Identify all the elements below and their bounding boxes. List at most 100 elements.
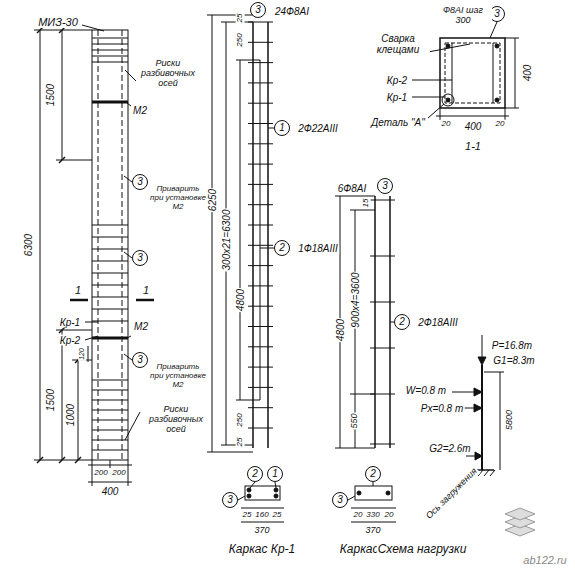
drawing-label: 330 <box>365 511 380 520</box>
callout-text: 3 <box>378 179 392 193</box>
drawing-label: 25 <box>272 511 283 520</box>
drawing-label: 900х4=3600 <box>350 271 361 328</box>
stirrups <box>92 22 395 450</box>
drawing-label: 20 <box>353 511 364 520</box>
stirrup <box>92 309 128 310</box>
drawing-label: Кр-2 <box>59 335 81 346</box>
leader-line <box>275 482 276 488</box>
extension-lines <box>335 196 375 448</box>
section-mark <box>70 299 88 302</box>
drawing-label: Риски разбивочных осей <box>136 59 200 89</box>
stirrup <box>92 390 128 391</box>
drawing-label: 400 <box>101 486 120 497</box>
watermark-icon <box>505 508 535 536</box>
drawing-label: М2 <box>133 321 149 332</box>
rebar-bar <box>252 22 254 448</box>
stirrup <box>248 143 273 144</box>
dimension-line <box>351 522 396 523</box>
drawing-label: G1=8.3т <box>492 355 535 366</box>
drawing-label: М2 <box>132 105 148 116</box>
dimension-line <box>212 15 213 452</box>
callout-text: 2 <box>275 241 289 255</box>
section-outline <box>440 38 505 108</box>
drawing-label: 6250 <box>207 188 218 212</box>
stirrup <box>92 261 128 262</box>
drawing-label: 300х21=6300 <box>221 209 232 272</box>
stirrup <box>92 400 128 401</box>
drawing-label: 20 <box>441 120 452 129</box>
dimension-line <box>436 116 509 117</box>
drawing-label: 1-1 <box>464 140 482 152</box>
stirrup <box>248 326 273 327</box>
column-axis <box>481 365 483 470</box>
rebar-bar <box>260 60 261 400</box>
drawing-label: 24Ф8АI <box>274 6 310 17</box>
rebar-line <box>98 30 99 460</box>
stirrup <box>92 420 128 421</box>
drawing-label: Приварить при установке М2 <box>149 185 207 211</box>
stirrup <box>248 306 273 307</box>
stirrup <box>92 38 128 39</box>
dimension-line <box>351 508 396 509</box>
drawing-label: Каркас Кр-1 <box>228 543 297 556</box>
leader-line <box>412 80 452 81</box>
dimension-line <box>88 482 132 483</box>
leader-line <box>428 44 470 52</box>
stirrup <box>92 410 128 411</box>
rebar-bar <box>267 22 269 448</box>
stirrup <box>370 256 395 257</box>
drawing-label: 1Ф18АIII <box>297 243 339 254</box>
rebar-line <box>122 30 123 460</box>
dimension-line <box>62 330 63 460</box>
stirrup <box>248 367 273 368</box>
drawing-label: 250 <box>236 412 245 427</box>
drawing-label: Схема нагрузки <box>377 543 468 556</box>
drawing-label: Кр-2 <box>386 75 408 86</box>
load-arrow <box>464 408 474 409</box>
stirrup <box>370 348 395 349</box>
drawing-label: 25 <box>236 437 245 448</box>
stirrup <box>248 62 273 63</box>
drawing-label: 370 <box>364 526 381 536</box>
dimension-ticks <box>37 27 81 463</box>
callout-text: 3 <box>133 353 147 367</box>
drawing-label: 1000 <box>65 403 76 427</box>
callout-text: 3 <box>490 7 504 21</box>
stirrup <box>92 62 128 63</box>
stirrup <box>248 22 273 23</box>
leader-line <box>124 354 132 360</box>
leader-line <box>260 248 274 249</box>
stirrup <box>92 50 128 51</box>
drawing-label: 1 <box>142 284 150 296</box>
drawing-label: 1500 <box>45 388 56 412</box>
embedded-plate <box>92 337 128 340</box>
leader-line <box>348 496 355 500</box>
callout-number: 2 <box>274 240 290 256</box>
callout-number: 2 <box>247 466 263 482</box>
extension-lines <box>207 15 260 452</box>
stirrup <box>92 56 128 57</box>
drawing-label: Риски разбивочных осей <box>144 405 208 435</box>
cage-line <box>452 43 453 103</box>
drawing-label: Деталь "А" <box>370 117 426 128</box>
callout-text: 3 <box>251 3 265 17</box>
cage-section <box>355 486 392 500</box>
stirrup <box>248 428 273 429</box>
load-arrow <box>452 392 474 393</box>
drawing-label: 25 <box>242 511 253 520</box>
section-mark <box>136 299 154 302</box>
dimension-line <box>500 372 501 470</box>
drawing-label: 2Ф22АIII <box>297 123 339 134</box>
stirrup <box>248 103 273 104</box>
callout-text: 3 <box>223 493 237 507</box>
drawing-label: 400 <box>464 121 483 132</box>
arrowhead <box>474 388 482 396</box>
drawing-label: ab122.ru <box>522 554 567 566</box>
drawing-label: 5800 <box>505 409 515 431</box>
leader-line <box>127 103 131 106</box>
stirrup <box>248 285 273 286</box>
stirrup <box>248 184 273 185</box>
drawing-label: 200 <box>111 469 126 478</box>
